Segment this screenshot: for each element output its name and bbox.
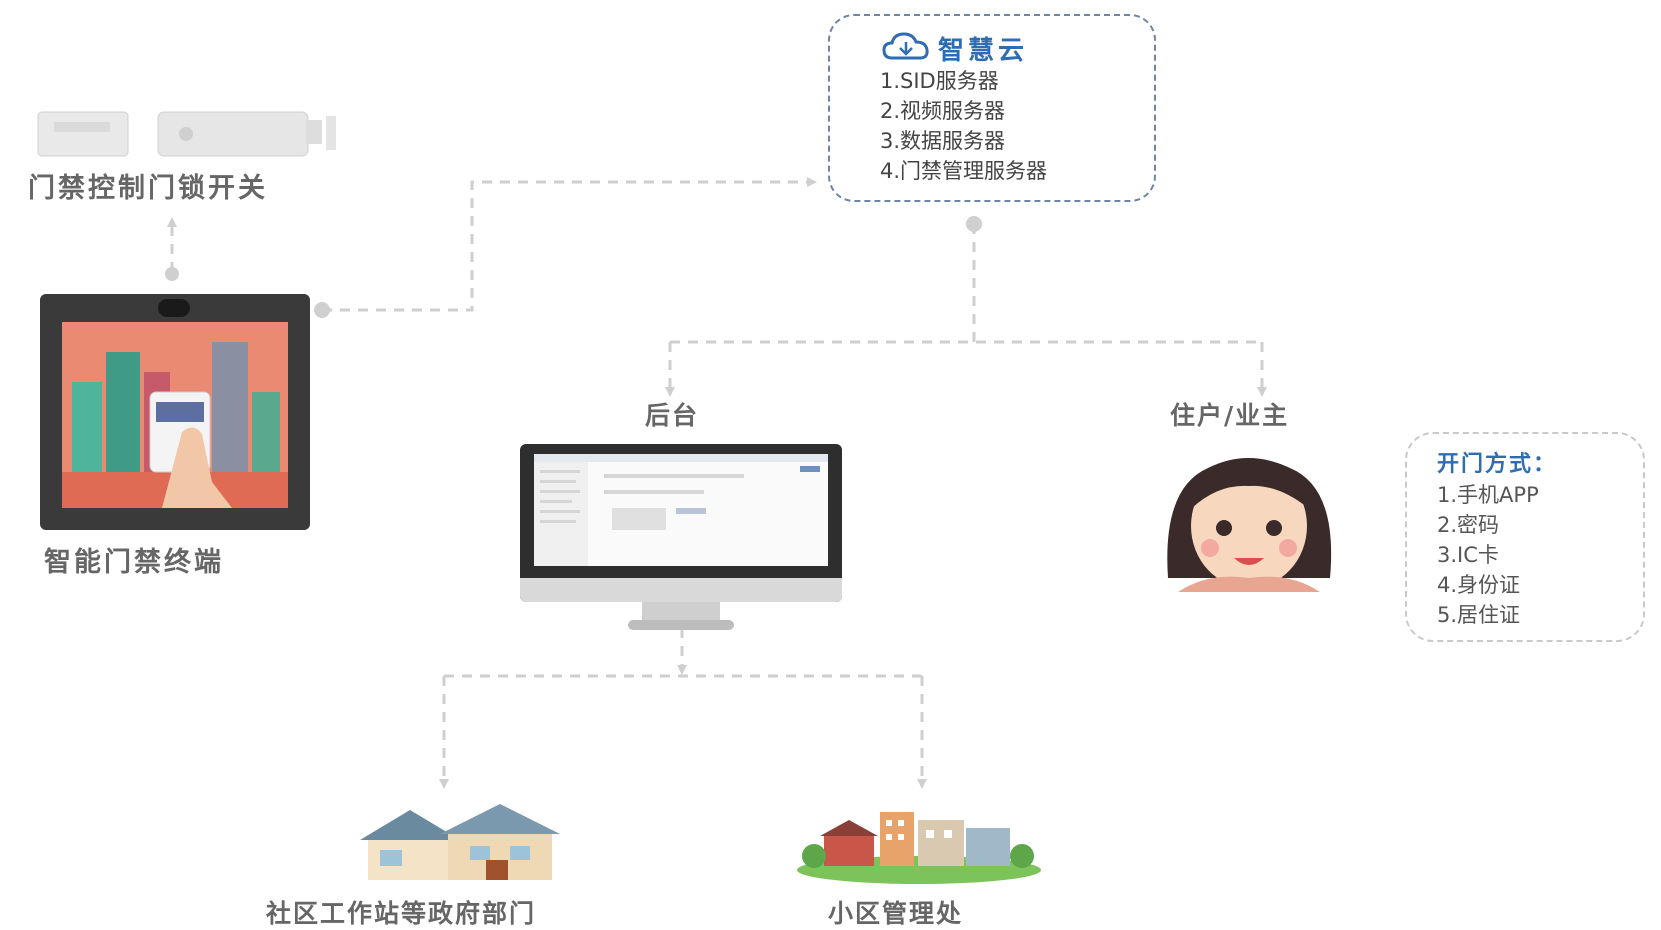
terminal-cloud-dot — [314, 302, 330, 318]
monitor-screen — [534, 454, 828, 566]
methods-title: 开门方式： — [1437, 452, 1558, 477]
terminal-lock-dot — [165, 267, 179, 281]
terminal-screen — [62, 322, 288, 508]
smart-cloud-box: 智慧云 1.SID服务器 2.视频服务器 3.数据服务器 4.门禁管理服务器 — [828, 14, 1156, 202]
resident-label: 住户/业主 — [1170, 401, 1290, 430]
gov-label: 社区工作站等政府部门 — [266, 899, 537, 928]
management-label: 小区管理处 — [828, 899, 964, 928]
method-app: 1.手机APP — [1437, 483, 1539, 507]
cloud-dot — [966, 216, 982, 232]
door-lock-switch-icon — [37, 111, 336, 157]
cloud-item-video: 2.视频服务器 — [880, 99, 1006, 123]
method-password: 2.密码 — [1437, 513, 1500, 537]
community-buildings-icon — [797, 812, 1041, 884]
cloud-item-access: 4.门禁管理服务器 — [880, 159, 1048, 183]
methods-list: 1.手机APP 2.密码 3.IC卡 4.身份证 5.居住证 — [1437, 480, 1539, 630]
admin-interface-icon — [534, 454, 828, 566]
opening-methods-box: 开门方式： 1.手机APP 2.密码 3.IC卡 4.身份证 5.居住证 — [1405, 432, 1645, 642]
cloud-item-sid: 1.SID服务器 — [880, 69, 999, 93]
smart-terminal-device — [40, 294, 310, 530]
method-residence-permit: 5.居住证 — [1437, 603, 1521, 627]
backend-label: 后台 — [645, 401, 700, 430]
house-icon — [360, 804, 560, 880]
terminal-label: 智能门禁终端 — [44, 547, 224, 578]
cloud-icon — [882, 32, 929, 60]
cloud-title: 智慧云 — [938, 36, 1029, 66]
cloud-item-data: 3.数据服务器 — [880, 129, 1006, 153]
city-illustration-icon — [62, 322, 288, 508]
method-ic-card: 3.IC卡 — [1437, 543, 1499, 567]
resident-avatar-icon — [1167, 458, 1332, 592]
terminal-to-cloud-line — [322, 177, 817, 312]
backend-monitor-icon — [520, 444, 842, 602]
cloud-server-list: 1.SID服务器 2.视频服务器 3.数据服务器 4.门禁管理服务器 — [880, 66, 1047, 186]
method-id-card: 4.身份证 — [1437, 573, 1521, 597]
camera-icon — [158, 299, 190, 317]
lock-switch-label: 门禁控制门锁开关 — [28, 173, 268, 204]
